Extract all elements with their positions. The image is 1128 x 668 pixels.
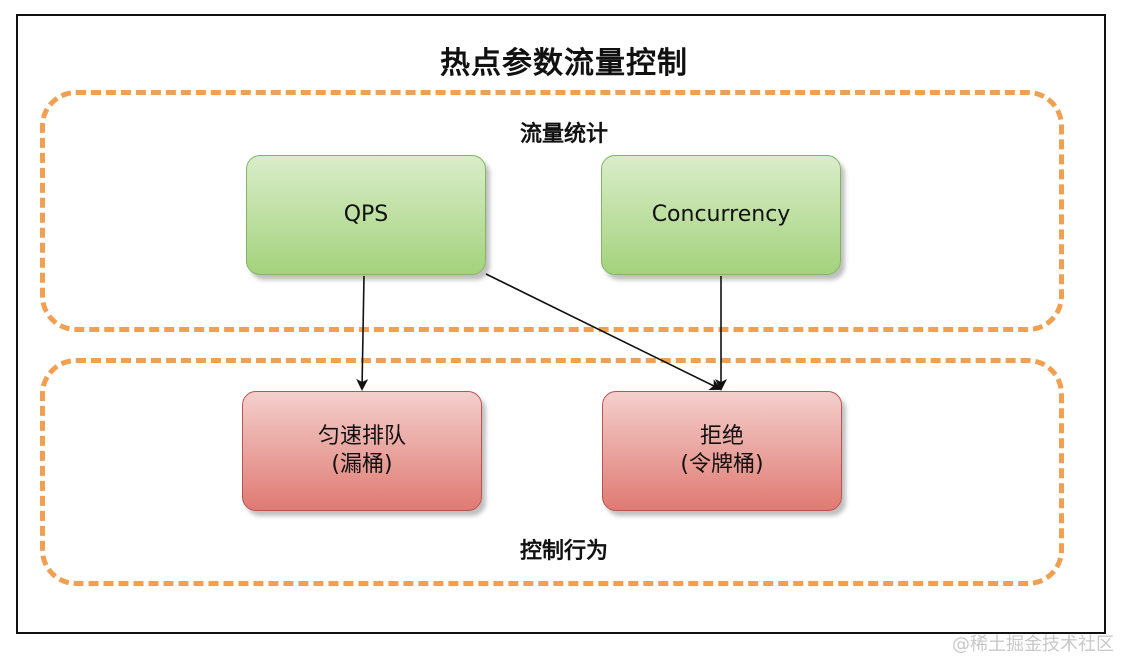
control-group-label: 控制行为 bbox=[519, 539, 608, 564]
leaky-bucket-node-line2: (漏桶) bbox=[331, 452, 393, 477]
leaky-bucket-node[interactable]: 匀速排队 (漏桶) bbox=[242, 391, 482, 511]
reject-node[interactable]: 拒绝 (令牌桶) bbox=[602, 391, 842, 511]
concurrency-node-label: Concurrency bbox=[651, 202, 791, 227]
stats-group-label: 流量统计 bbox=[519, 122, 608, 147]
concurrency-node[interactable]: Concurrency bbox=[601, 155, 841, 275]
reject-node-line1: 拒绝 bbox=[699, 424, 744, 449]
qps-node[interactable]: QPS bbox=[246, 155, 486, 275]
qps-node-label: QPS bbox=[343, 202, 389, 227]
reject-node-line2: (令牌桶) bbox=[680, 452, 764, 477]
watermark-text: @稀土掘金技术社区 bbox=[952, 634, 1114, 655]
leaky-bucket-node-line1: 匀速排队 bbox=[317, 424, 406, 449]
diagram-title: 热点参数流量控制 bbox=[440, 46, 688, 81]
